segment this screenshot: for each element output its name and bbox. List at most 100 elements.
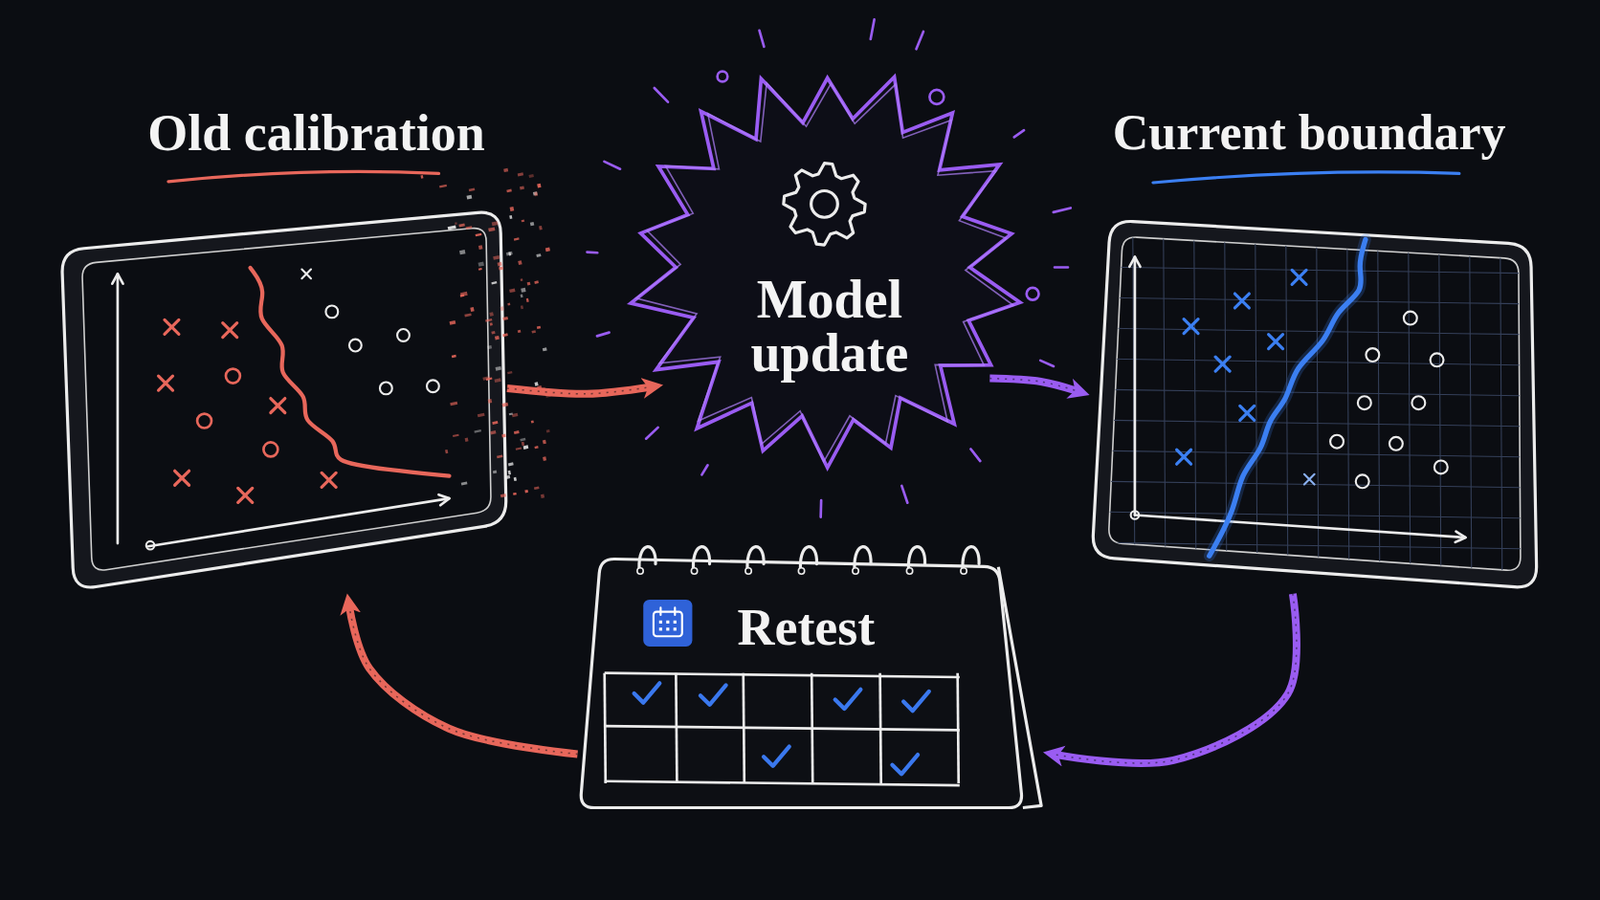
- dissolve-particle: [473, 428, 482, 433]
- dissolve-particle: [508, 251, 512, 256]
- node-label: Retest: [736, 601, 875, 654]
- o-marker: [263, 442, 278, 457]
- dissolve-particle: [530, 420, 534, 423]
- dissolve-particle: [439, 183, 447, 188]
- dissolve-particle: [522, 444, 529, 450]
- node-illustration: [57, 206, 508, 595]
- dissolve-particle: [488, 226, 495, 232]
- heading-underline: [168, 171, 440, 181]
- dissolve-particle: [448, 319, 456, 325]
- dissolve-particle: [535, 253, 541, 258]
- dissolve-particle: [501, 433, 507, 438]
- boundary-glow: [1209, 240, 1366, 557]
- dissolve-particle: [512, 491, 517, 495]
- dissolve-particle: [536, 384, 542, 390]
- x-marker: [1215, 356, 1230, 372]
- calendar-grid-col: [742, 673, 744, 784]
- dissolve-particle: [467, 187, 475, 192]
- dissolve-particle: [474, 232, 482, 237]
- spark-dash: [1040, 360, 1054, 367]
- spark-circle: [929, 89, 944, 105]
- gear-icon: [783, 163, 866, 245]
- axis-line: [1133, 257, 1136, 516]
- dissolve-particle: [494, 334, 500, 340]
- o-marker: [325, 305, 338, 318]
- axis-line: [148, 498, 450, 547]
- dissolve-particle: [458, 222, 466, 227]
- calendar-grid-col: [811, 673, 813, 784]
- grid-line: [1194, 234, 1197, 577]
- check-mark: [633, 684, 660, 704]
- x-marker: [237, 488, 252, 503]
- o-marker: [349, 338, 362, 352]
- grid-line: [1107, 359, 1523, 366]
- node-label: Current boundary: [1112, 108, 1507, 158]
- dissolve-particle: [526, 281, 531, 286]
- dissolve-particle: [506, 188, 512, 193]
- dissolve-particle: [531, 330, 536, 334]
- dissolve-particle: [545, 429, 550, 433]
- x-marker: [1304, 474, 1315, 486]
- dissolve-particle: [508, 412, 512, 416]
- calendar-grid-col: [603, 673, 605, 784]
- o-marker: [1330, 435, 1344, 449]
- dissolve-particle: [420, 175, 423, 179]
- ring-hole: [959, 568, 966, 575]
- o-marker: [1434, 461, 1448, 475]
- axis-line: [1134, 515, 1466, 538]
- dissolve-particle: [505, 474, 511, 479]
- dissolve-particle: [499, 306, 504, 312]
- calendar-grid-row: [603, 781, 959, 786]
- grid-line: [1107, 267, 1523, 274]
- dissolve-particle: [524, 488, 529, 493]
- binder-ring: [800, 547, 817, 569]
- dissolve-particle: [464, 437, 468, 442]
- dissolve-particle: [488, 322, 492, 326]
- dissolve-particle: [451, 354, 457, 357]
- dissolve-particle: [502, 315, 509, 320]
- x-marker: [321, 472, 336, 488]
- grid-line: [1107, 390, 1523, 397]
- dissolve-particle: [508, 462, 514, 467]
- x-marker: [1267, 334, 1283, 350]
- axis-arrowhead: [1455, 532, 1467, 543]
- brush-texture: [349, 606, 578, 755]
- spark-circle: [1026, 288, 1040, 301]
- dissolve-particle: [454, 222, 458, 225]
- spark-dash: [603, 161, 621, 170]
- starburst-outline: [630, 77, 1021, 468]
- o-marker: [225, 368, 241, 383]
- dissolve-particle: [542, 456, 547, 462]
- spark-dash: [1014, 130, 1024, 137]
- spark-dash: [870, 19, 875, 40]
- calendar-grid-col: [879, 673, 881, 784]
- calendar-grid-col: [956, 673, 958, 784]
- dissolve-particle: [492, 254, 500, 260]
- dissolve-particle: [513, 430, 520, 435]
- dissolve-particle: [520, 441, 524, 445]
- calendar-icon-rings: [660, 608, 675, 616]
- node-label: Model update: [729, 272, 931, 380]
- grid-line: [1377, 234, 1380, 577]
- dissolve-particle: [528, 173, 534, 178]
- spark-dash: [654, 88, 668, 103]
- dissolve-particle: [516, 329, 521, 333]
- tablet-outline: [1092, 222, 1536, 588]
- dissolve-particle: [466, 194, 472, 200]
- dissolve-particle: [460, 481, 467, 486]
- grid-line: [1163, 234, 1166, 577]
- calendar-icon-dot: [666, 621, 669, 624]
- spark-dash: [645, 427, 659, 440]
- dissolve-particle: [485, 317, 492, 322]
- boundary-curve: [249, 267, 449, 477]
- o-marker: [1429, 354, 1444, 368]
- dissolve-particle: [536, 325, 541, 329]
- calendar-icon-dot: [672, 628, 676, 632]
- o-marker: [1357, 396, 1372, 410]
- dissolve-particle: [545, 392, 552, 398]
- dissolve-particle: [446, 224, 456, 230]
- dissolve-particle: [507, 302, 511, 306]
- calendar-icon-dot: [658, 628, 662, 632]
- dissolve-particle: [444, 448, 448, 453]
- dissolve-particle: [520, 287, 526, 292]
